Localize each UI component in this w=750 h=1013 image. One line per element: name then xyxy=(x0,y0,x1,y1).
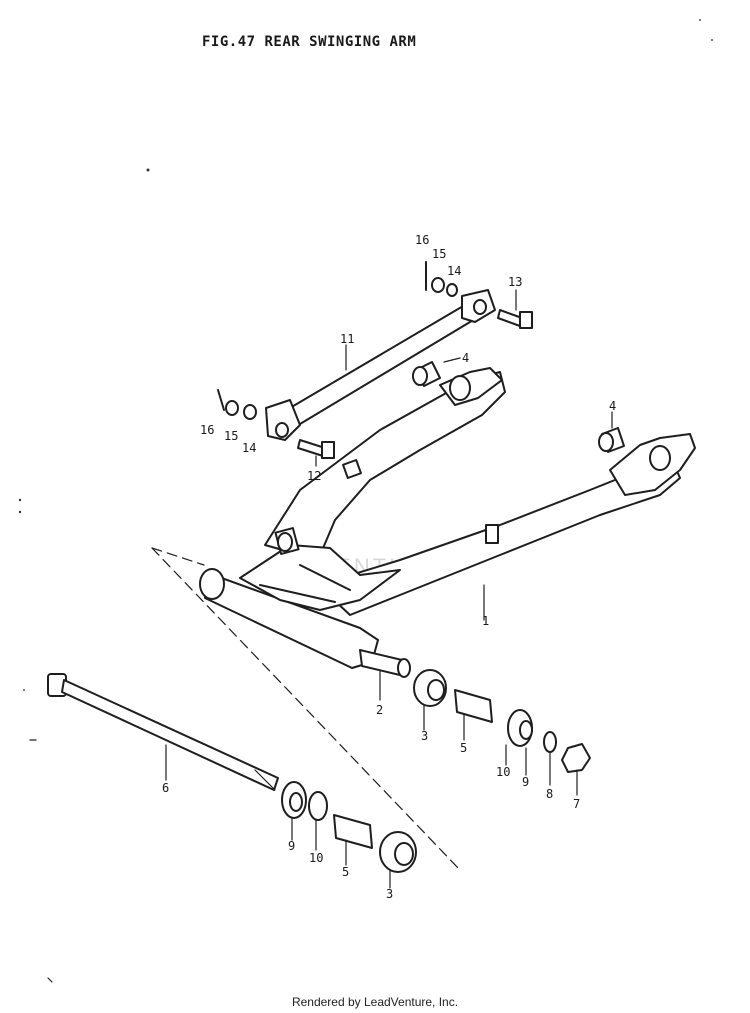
leader-lines xyxy=(165,289,613,889)
left-pivot-parts xyxy=(281,781,417,873)
callout-4: 4 xyxy=(609,399,616,413)
callout-7: 7 xyxy=(573,797,580,811)
fasteners-upper xyxy=(217,261,458,420)
callout-10: 10 xyxy=(309,851,323,865)
callout-2: 2 xyxy=(376,703,383,717)
callout-8: 8 xyxy=(546,787,553,801)
callout-11: 11 xyxy=(340,332,354,346)
figure-title: FIG.47 REAR SWINGING ARM xyxy=(202,34,417,50)
callout-5: 5 xyxy=(342,865,349,879)
callout-12: 12 xyxy=(307,469,321,483)
pivot-shaft xyxy=(47,673,279,791)
callout-5: 5 xyxy=(460,741,467,755)
bushing-4 xyxy=(412,361,625,453)
callout-14: 14 xyxy=(447,264,461,278)
callout-14: 14 xyxy=(242,441,256,455)
callout-9: 9 xyxy=(522,775,529,789)
callout-3: 3 xyxy=(421,729,428,743)
right-pivot-parts xyxy=(359,649,591,773)
callout-3: 3 xyxy=(386,887,393,901)
callout-15: 15 xyxy=(432,247,446,261)
callout-16: 16 xyxy=(415,233,429,247)
guide-lines xyxy=(29,547,461,983)
callout-13: 13 xyxy=(508,275,522,289)
callout-15: 15 xyxy=(224,429,238,443)
swing-arm xyxy=(199,367,696,669)
footer-credit: Rendered by LeadVenture, Inc. xyxy=(291,995,459,1009)
torque-rod xyxy=(265,289,496,441)
callout-10: 10 xyxy=(496,765,510,779)
callout-6: 6 xyxy=(162,781,169,795)
bolts xyxy=(297,309,533,459)
scan-specks xyxy=(18,19,713,691)
callout-4: 4 xyxy=(462,351,469,365)
callout-9: 9 xyxy=(288,839,295,853)
callout-16: 16 xyxy=(200,423,214,437)
callout-1: 1 xyxy=(482,614,489,628)
